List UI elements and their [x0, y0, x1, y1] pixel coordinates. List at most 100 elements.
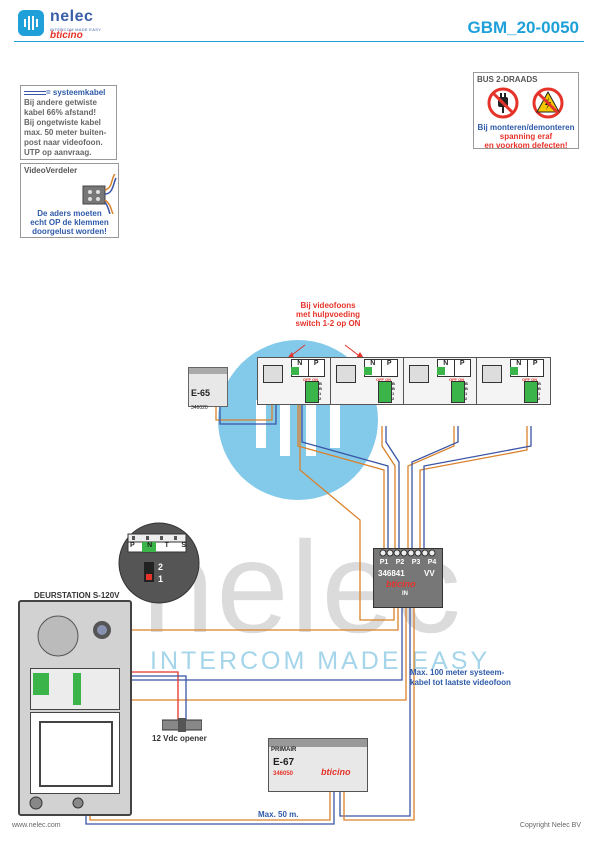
power-supply-e67: PRIMAIR E-67 346050 bticino [268, 738, 368, 792]
video-distributor-icon [82, 174, 117, 214]
door-station-label: DEURSTATION S-120V [34, 591, 120, 600]
terminal-label: P [532, 360, 538, 367]
videophone-screen [409, 365, 429, 383]
header: nelec INTERCOM MADE EASY bticino GBM_20-… [0, 0, 595, 44]
footer-website: www.nelec.com [12, 822, 61, 829]
videophone-contacts [378, 381, 392, 403]
videophone-screen [336, 365, 356, 383]
system-cable-icon [24, 91, 46, 95]
terminal-label: N [292, 360, 309, 376]
distributor-suffix: VV [424, 569, 435, 578]
door-opener-icon [162, 718, 202, 732]
psu-model: E-65 [191, 388, 211, 398]
port-p4: P4 [427, 559, 437, 566]
psu-terminal-strip [189, 368, 227, 374]
videophone-switch-label: OFF ON [449, 377, 465, 382]
distributor-in: IN [402, 591, 408, 597]
document-code: GBM_20-0050 [467, 18, 579, 37]
contact-label: B [319, 381, 322, 386]
videophone-switch-indicator [437, 367, 445, 375]
contact-label: 1 [538, 391, 541, 396]
contact-label: 2 [319, 396, 322, 401]
door-station-button-icon [29, 796, 84, 810]
partner-logo: bticino [50, 30, 83, 41]
terminal-label: P [313, 360, 319, 367]
no-plug-icon [487, 87, 519, 119]
contact-label: B [319, 386, 322, 391]
terminal-label: P [386, 360, 392, 367]
distributor-note-text: De aders moeten echt OP de klemmen doorg… [30, 209, 109, 236]
contact-label: B [538, 386, 541, 391]
terminal-label: N [438, 360, 455, 376]
contact-label: B [465, 381, 468, 386]
zoom-terminal-labels: P N T S [130, 542, 186, 549]
contact-label: 1 [465, 391, 468, 396]
short-distance-note: Max. 50 m. [258, 810, 299, 819]
port-p1: P1 [379, 559, 389, 566]
videophone-contacts [451, 381, 465, 403]
warning-title: BUS 2-DRAADS [477, 75, 538, 84]
warning-text: Bij monteren/demonteren spanning eraf en… [477, 123, 575, 150]
door-station-speaker-icon [37, 615, 111, 657]
psu2-model: E-67 [273, 757, 295, 768]
distributor-brand: bticino [386, 579, 416, 589]
contact-label: B [465, 386, 468, 391]
door-station-nameplate [30, 712, 120, 794]
videophone-screen [482, 365, 502, 383]
door-station-module [30, 668, 120, 710]
distributor-note: VideoVerdeler De aders moeten echt OP de… [20, 163, 119, 238]
brand-name: nelec [50, 8, 94, 25]
door-station-connector [73, 673, 81, 705]
psu2-tag: PRIMAIR [271, 747, 297, 753]
power-supply-e65: E-65 346020 [188, 367, 228, 411]
video-distributor: P1 P2 P3 P4 346841 VV bticino IN [373, 548, 443, 608]
contact-label: 2 [392, 396, 395, 401]
contact-label: B [392, 386, 395, 391]
zoom-switch-label-1: 1 [158, 574, 164, 584]
distributor-terminals [379, 549, 436, 557]
contact-label: 2 [538, 396, 541, 401]
terminal-label: N [511, 360, 528, 376]
contact-label: B [538, 381, 541, 386]
videophone-switch-indicator [291, 367, 299, 375]
long-distance-note: Max. 100 meter systeem- kabel tot laatst… [410, 668, 511, 687]
aux-power-note: Bij videofoons met hulpvoeding switch 1-… [295, 301, 361, 328]
videophone-switch-indicator [510, 367, 518, 375]
cable-legend: = systeemkabel [24, 88, 113, 98]
no-voltage-icon [532, 87, 564, 119]
terminal-label: N [365, 360, 382, 376]
bus-warning: BUS 2-DRAADS Bij monteren/demonteren spa… [473, 72, 579, 150]
cable-note: = systeemkabel Bij andere getwiste kabel… [20, 85, 117, 160]
distributor-ports: P1 P2 P3 P4 [376, 559, 440, 566]
videophone-contacts [305, 381, 319, 403]
videophone-screen [263, 365, 283, 383]
psu2-code: 346050 [273, 771, 294, 777]
watermark-tagline: INTERCOM MADE EASY [150, 647, 491, 675]
door-station [18, 600, 132, 816]
footer-copyright: Copyright Nelec BV [519, 822, 581, 829]
port-p3: P3 [411, 559, 421, 566]
distributor-note-title: VideoVerdeler [24, 166, 78, 175]
brand-tagline: INTERCOM MADE EASY [50, 27, 102, 32]
terminal-label: P [459, 360, 465, 367]
distributor-code: 346841 [378, 569, 405, 578]
door-station-terminal-block [33, 673, 49, 695]
psu2-brand: bticino [321, 767, 351, 777]
psu-code: 346020 [191, 405, 208, 411]
videophone-switch-label: OFF ON [376, 377, 392, 382]
contact-label: 1 [319, 391, 322, 396]
nelec-logo-icon [18, 10, 44, 36]
header-divider [14, 41, 584, 42]
opener-label: 12 Vdc opener [152, 734, 207, 743]
videophone-contacts [524, 381, 538, 403]
videophone-switch-label: OFF ON [522, 377, 538, 382]
contact-label: 1 [392, 391, 395, 396]
port-p2: P2 [395, 559, 405, 566]
zoom-switch-label-2: 2 [158, 562, 164, 572]
